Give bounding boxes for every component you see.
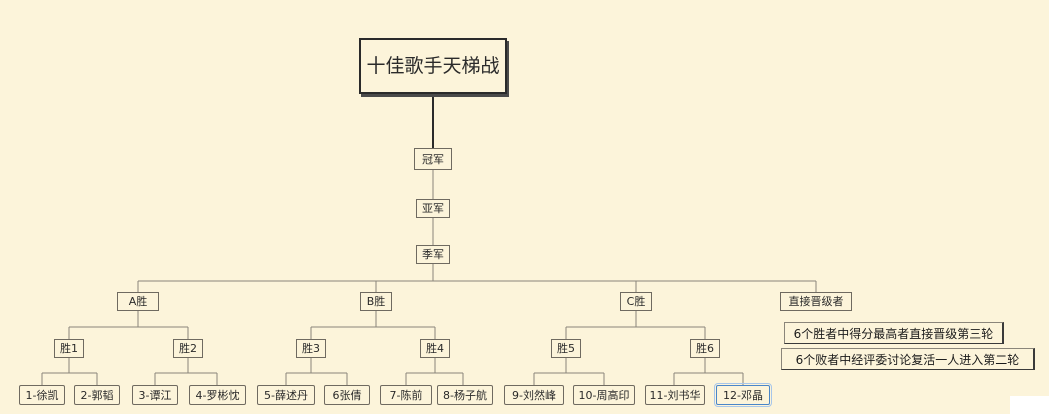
note-revival-rule[interactable]: 6个败者中经评委讨论复活一人进入第二轮 (781, 348, 1035, 370)
contestant-node-selected[interactable]: 12-邓晶 (714, 383, 772, 407)
group-a-node[interactable]: A胜 (117, 292, 159, 311)
win-node-1[interactable]: 胜1 (54, 339, 84, 358)
contestant-node[interactable]: 10-周高印 (573, 385, 635, 405)
contestant-node[interactable]: 9-刘然峰 (504, 385, 564, 405)
direct-advance-node[interactable]: 直接晋级者 (780, 292, 852, 311)
group-c-node[interactable]: C胜 (620, 292, 652, 311)
contestant-node[interactable]: 4-罗彬忱 (189, 385, 246, 405)
contestant-node[interactable]: 1-徐凯 (19, 385, 65, 405)
third-place-node[interactable]: 季军 (416, 245, 450, 264)
runner-up-node[interactable]: 亚军 (416, 199, 450, 218)
contestant-node[interactable]: 8-杨子航 (437, 385, 493, 405)
contestant-node[interactable]: 3-谭江 (132, 385, 178, 405)
corner-overlay (1010, 396, 1049, 414)
root-topic[interactable]: 十佳歌手天梯战 (359, 38, 507, 94)
contestant-node[interactable]: 2-郭韬 (74, 385, 120, 405)
win-node-2[interactable]: 胜2 (173, 339, 203, 358)
contestant-node[interactable]: 5-薛述丹 (257, 385, 315, 405)
win-node-6[interactable]: 胜6 (690, 339, 720, 358)
contestant-node[interactable]: 7-陈前 (380, 385, 432, 405)
note-winner-rule[interactable]: 6个胜者中得分最高者直接晋级第三轮 (784, 322, 1004, 344)
champion-node[interactable]: 冠军 (414, 148, 452, 170)
win-node-5[interactable]: 胜5 (551, 339, 581, 358)
contestant-node[interactable]: 6张倩 (324, 385, 370, 405)
win-node-4[interactable]: 胜4 (420, 339, 450, 358)
win-node-3[interactable]: 胜3 (296, 339, 326, 358)
contestant-node[interactable]: 11-刘书华 (645, 385, 705, 405)
group-b-node[interactable]: B胜 (360, 292, 392, 311)
